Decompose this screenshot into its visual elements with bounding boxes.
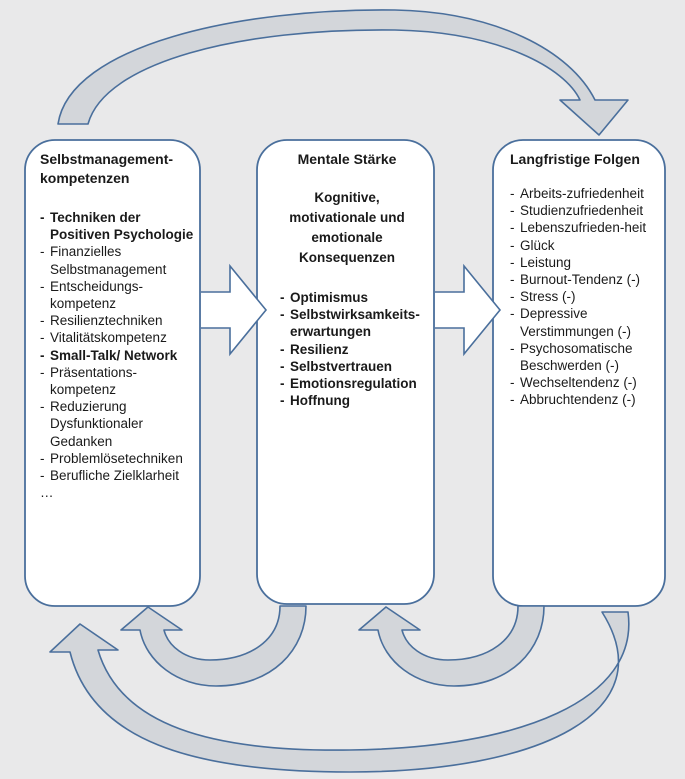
middle-list-item: Resilienz	[280, 341, 426, 358]
left-list-item: Resilienztechniken	[40, 312, 195, 329]
middle-list-item: Hoffnung	[280, 392, 426, 409]
middle-subtitle-line: emotionale	[311, 230, 383, 245]
middle-list-item: Emotionsregulation	[280, 375, 426, 392]
middle-list-item: Optimismus	[280, 289, 426, 306]
left-list-item: Entscheidungs-kompetenz	[40, 278, 195, 312]
left-to-middle-arrow	[201, 263, 268, 357]
middle-list-item: Selbstwirksamkeits-erwartungen	[280, 306, 426, 340]
right-list-item: Leistung	[510, 254, 660, 271]
right-to-middle-feedback-arrow	[358, 605, 545, 687]
middle-to-right-arrow	[435, 263, 502, 357]
right-box-title: Langfristige Folgen	[510, 151, 640, 167]
left-box-content: Selbstmanagement- kompetenzen Techniken …	[40, 150, 195, 501]
right-list-item: Lebenszufrieden-heit	[510, 219, 660, 236]
left-list-item: Techniken der Positiven Psychologie	[40, 209, 195, 243]
middle-box-content: Mentale Stärke Kognitive, motivationale u…	[268, 150, 426, 410]
bottom-large-feedback-arrow	[49, 611, 630, 773]
right-list-item: Arbeits-zufriedenheit	[510, 185, 660, 202]
left-title-line1: Selbstmanagement-	[40, 151, 174, 167]
middle-box-title: Mentale Stärke	[297, 151, 397, 167]
middle-subtitle-line: Kognitive,	[314, 190, 380, 205]
left-list-item: Problemlösetechniken	[40, 450, 195, 467]
right-list-item: Studienzufriedenheit	[510, 202, 660, 219]
left-list-ellipsis: …	[40, 485, 54, 501]
left-list-item: Berufliche Zielklarheit	[40, 467, 195, 484]
right-list-item: Glück	[510, 237, 660, 254]
right-list-item: Psychosomatische Beschwerden (-)	[510, 340, 660, 374]
right-list-item: Wechseltendenz (-)	[510, 374, 660, 391]
left-list-item: Reduzierung Dysfunktionaler Gedanken	[40, 398, 195, 450]
middle-to-left-feedback-arrow	[120, 605, 307, 687]
middle-subtitle-line: motivationale und	[289, 210, 405, 225]
right-list-item: Burnout-Tendenz (-)	[510, 271, 660, 288]
top-curved-arrow	[57, 9, 629, 136]
right-list-item: Stress (-)	[510, 288, 660, 305]
middle-subtitle-line: Konsequenzen	[298, 250, 395, 265]
left-list-item: Vitalitätskompetenz	[40, 329, 195, 346]
right-list-item: Abbruchtendenz (-)	[510, 391, 660, 408]
right-box-content: Langfristige Folgen Arbeits-zufriedenhei…	[510, 150, 660, 409]
right-list-item: Depressive Verstimmungen (-)	[510, 305, 660, 339]
left-box-title: Selbstmanagement- kompetenzen	[40, 150, 195, 188]
left-item-list: Techniken der Positiven PsychologieFinan…	[40, 209, 195, 501]
left-list-item: Präsentations-kompetenz	[40, 364, 195, 398]
left-list-item: Finanzielles Selbstmanagement	[40, 243, 195, 277]
middle-list-item: Selbstvertrauen	[280, 358, 426, 375]
left-title-line2: kompetenzen	[40, 170, 130, 186]
middle-item-list: OptimismusSelbstwirksamkeits-erwartungen…	[280, 289, 426, 410]
left-list-item: Small-Talk/ Network	[40, 347, 195, 364]
right-item-list: Arbeits-zufriedenheitStudienzufriedenhei…	[510, 185, 660, 409]
